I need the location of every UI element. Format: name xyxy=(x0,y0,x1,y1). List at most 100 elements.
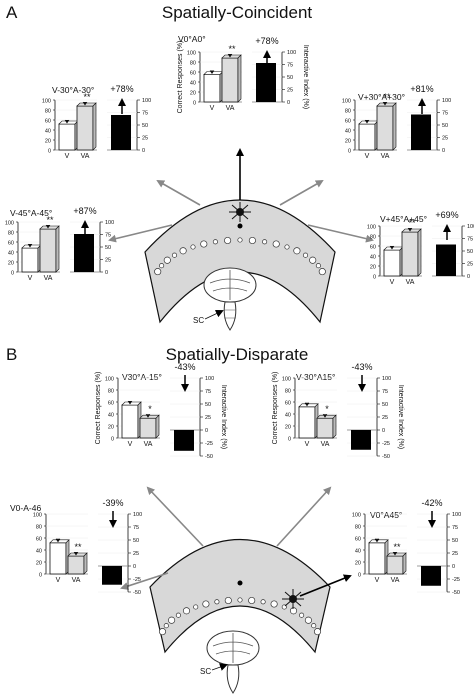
arc-hole xyxy=(302,252,309,258)
arc-hole xyxy=(237,237,243,243)
arc-hole xyxy=(293,247,301,255)
x-tick-label: V xyxy=(210,105,215,112)
led-marker xyxy=(237,223,243,229)
arc-hole xyxy=(190,244,196,250)
y-tick-label: 60 xyxy=(285,401,291,407)
error-bar xyxy=(392,551,398,556)
bar-v xyxy=(383,249,401,277)
y-tick-label: 60 xyxy=(8,241,14,247)
y-tick-label: 60 xyxy=(45,119,51,125)
arc-hole xyxy=(299,612,305,618)
significance-marker: ** xyxy=(83,92,91,102)
index-tick-label: 50 xyxy=(142,123,148,129)
bar-v xyxy=(121,404,139,439)
panel-b-title: Spatially-Disparate xyxy=(166,345,309,364)
arc-hole xyxy=(224,236,232,245)
index-tick-label: 100 xyxy=(382,376,391,382)
index-bar xyxy=(351,430,371,450)
sc-label-b: SC xyxy=(200,667,211,676)
y-tick-label: 80 xyxy=(45,109,51,115)
index-bar xyxy=(74,234,94,272)
bar-va xyxy=(386,555,404,575)
arc-hole xyxy=(182,607,191,615)
bar-side xyxy=(55,225,60,273)
condition-label: V0°A0° xyxy=(178,34,206,44)
index-tick-label: 50 xyxy=(133,538,139,544)
y-tick-label: 100 xyxy=(42,99,51,105)
index-tick-label: 0 xyxy=(105,270,108,276)
index-bar xyxy=(411,114,431,150)
error-bar xyxy=(322,414,328,418)
index-tick-label: 25 xyxy=(142,136,148,142)
arc-b-holes xyxy=(158,596,322,636)
bar-side xyxy=(237,54,242,103)
y-tick-label: 80 xyxy=(355,525,361,531)
index-tick-label: 75 xyxy=(382,389,388,395)
condition-label: V-30°A-30° xyxy=(52,85,94,95)
index-axis-label: Interactive Index (%) xyxy=(302,45,309,109)
index-tick-label: 0 xyxy=(382,428,385,434)
y-tick-label: 20 xyxy=(45,139,51,145)
brain-icon-a xyxy=(203,267,257,331)
x-tick-label: V xyxy=(375,577,380,584)
y-tick-label: 40 xyxy=(45,129,51,135)
y-tick-label: 20 xyxy=(8,261,14,267)
index-tick-label: 50 xyxy=(452,538,458,544)
index-value-label: -42% xyxy=(421,498,442,508)
y-tick-label: 0 xyxy=(348,149,351,155)
bar-va xyxy=(39,228,57,273)
bar-va xyxy=(221,57,239,103)
bar-v xyxy=(358,123,376,151)
index-tick-label: 25 xyxy=(105,258,111,264)
y-tick-label: 20 xyxy=(285,425,291,431)
error-bar xyxy=(82,101,88,106)
error-bar xyxy=(374,538,380,543)
index-tick-label: 25 xyxy=(467,262,473,268)
bar-v xyxy=(49,542,67,575)
arc-hole xyxy=(179,247,187,255)
bar-va xyxy=(401,231,419,277)
x-tick-label: V xyxy=(28,275,33,282)
index-tick-label: 75 xyxy=(142,111,148,117)
x-tick-label: VA xyxy=(226,105,235,112)
index-tick-label: 75 xyxy=(287,63,293,69)
arc-hole xyxy=(171,252,178,258)
panel-b-letter: B xyxy=(6,345,17,364)
chart-a-4: V+45°A+45°020406080100VVA**0255075100+69… xyxy=(367,210,474,286)
error-bar xyxy=(209,70,215,75)
speaker-icon-b xyxy=(282,589,304,609)
index-bar xyxy=(256,63,276,102)
y-tick-label: 100 xyxy=(5,221,14,227)
y-tick-label: 40 xyxy=(108,413,114,419)
x-tick-label: VA xyxy=(321,441,330,448)
y-tick-label: 40 xyxy=(345,129,351,135)
index-tick-label: 100 xyxy=(142,98,151,104)
y-tick-label: 100 xyxy=(342,99,351,105)
bar-v xyxy=(368,542,386,575)
bar-side xyxy=(417,228,422,277)
significance-marker: ** xyxy=(383,92,391,102)
index-tick-label: 0 xyxy=(442,148,445,154)
arc-hole xyxy=(309,256,317,264)
y-tick-label: 100 xyxy=(367,225,376,231)
significance-marker: ** xyxy=(393,542,401,552)
index-bar xyxy=(421,566,441,586)
arc-hole xyxy=(284,244,290,250)
condition-label: V0-A-46 xyxy=(10,503,41,513)
y-tick-label: 0 xyxy=(39,573,42,579)
index-value-label: -43% xyxy=(351,362,372,372)
x-tick-label: V xyxy=(305,441,310,448)
arc-a xyxy=(144,199,336,324)
y-tick-label: 40 xyxy=(285,413,291,419)
index-tick-label: 50 xyxy=(105,245,111,251)
index-tick-label: -25 xyxy=(382,441,390,447)
index-tick-label: 75 xyxy=(442,111,448,117)
x-tick-label: V xyxy=(390,279,395,286)
index-tick-label: -50 xyxy=(133,590,141,596)
index-value-label: +87% xyxy=(73,206,96,216)
arc-hole xyxy=(163,623,169,629)
y-axis-label: Correct Responses (%) xyxy=(272,372,279,445)
error-bar xyxy=(364,119,370,124)
